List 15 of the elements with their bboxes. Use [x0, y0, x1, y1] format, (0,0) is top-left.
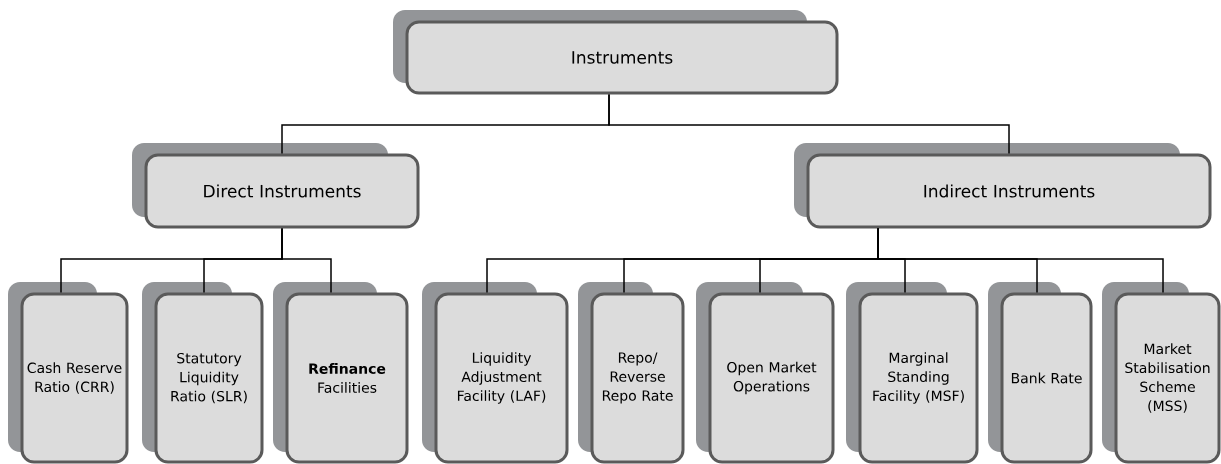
- box: Instruments: [393, 10, 839, 95]
- box: Direct Instruments: [132, 143, 420, 229]
- connector-line: [877, 227, 1164, 294]
- box: Statutory Liquidity Ratio (SLR): [142, 282, 264, 464]
- box: Repo/ Reverse Repo Rate: [578, 282, 685, 464]
- box: Market Stabilisation Scheme (MSS): [1102, 282, 1221, 464]
- box: Bank Rate: [988, 282, 1093, 464]
- box: Refinance Facilities: [273, 282, 409, 464]
- box: Marginal Standing Facility (MSF): [846, 282, 979, 464]
- box: Open Market Operations: [696, 282, 835, 464]
- connector-line: [608, 93, 1010, 155]
- connector-line: [281, 227, 332, 294]
- box: Liquidity Adjustment Facility (LAF): [422, 282, 569, 464]
- box: Cash Reserve Ratio (CRR): [8, 282, 129, 464]
- box: Indirect Instruments: [794, 143, 1212, 229]
